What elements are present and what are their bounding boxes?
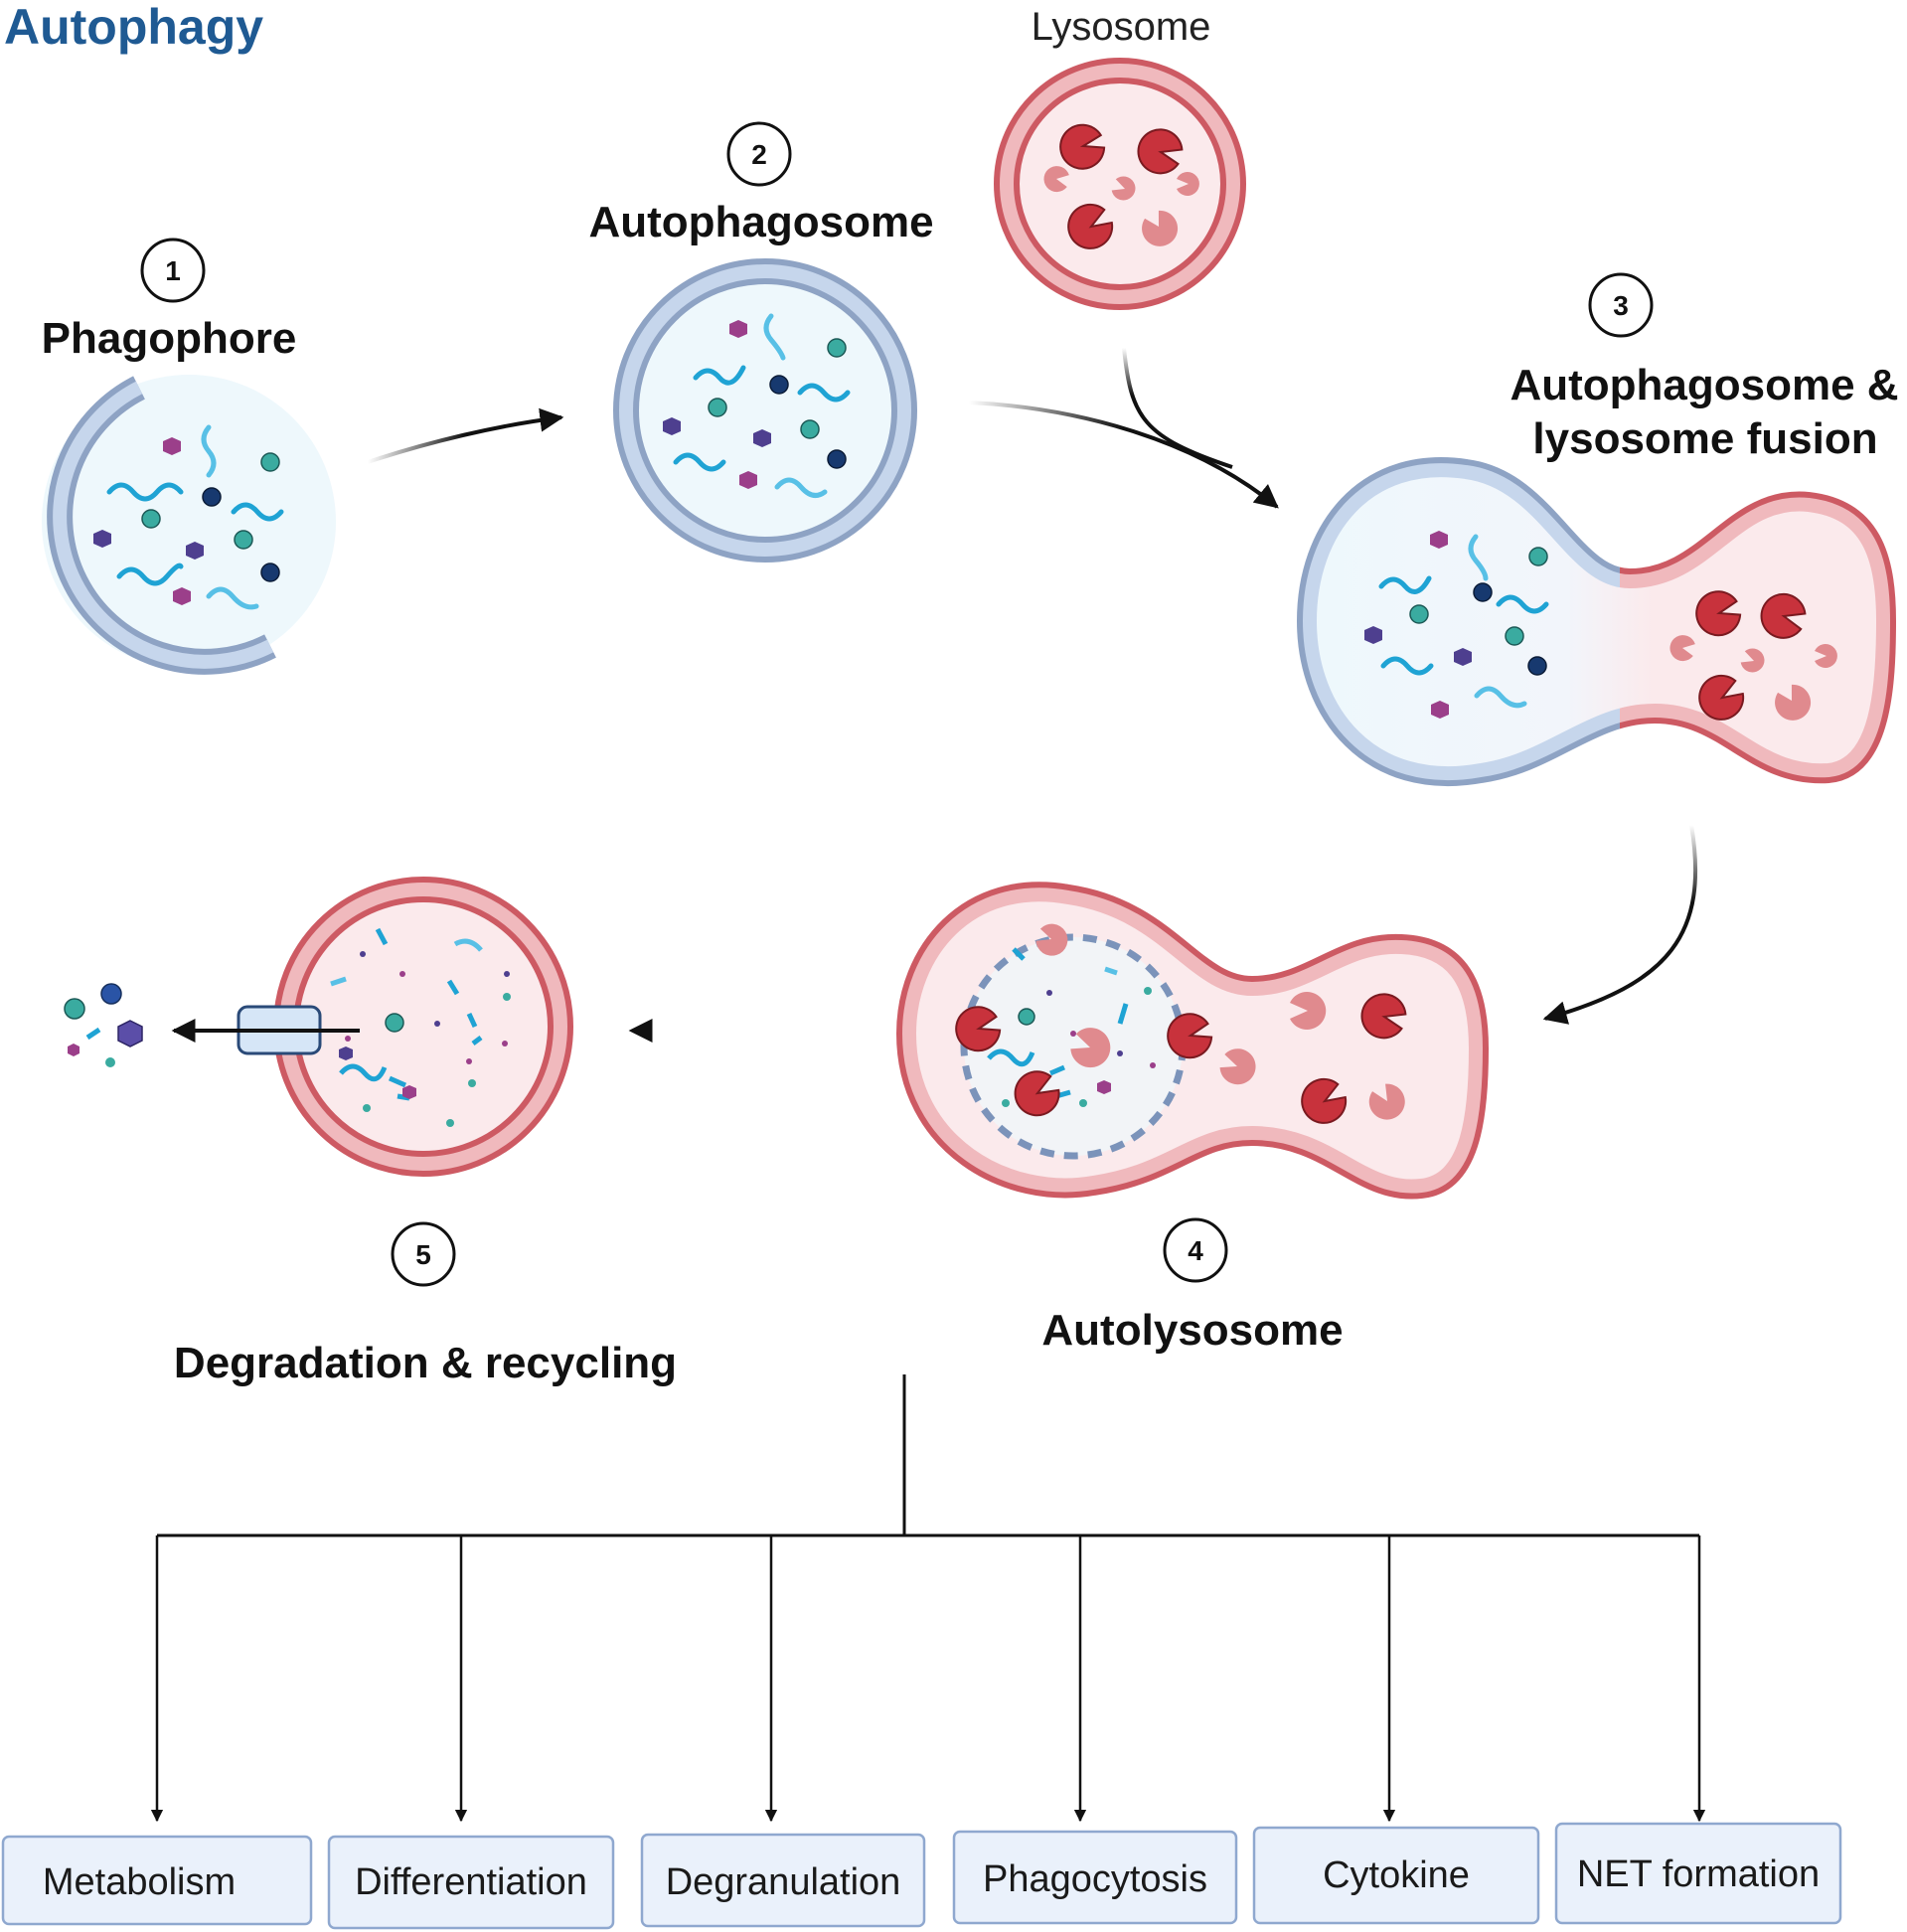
outcome-label-phagocytosis: Phagocytosis xyxy=(983,1858,1207,1900)
lysosome xyxy=(994,58,1246,310)
step-5-number: 5 xyxy=(415,1239,431,1270)
page-title: Autophagy xyxy=(4,0,263,55)
step-4-marker: 4 xyxy=(1163,1217,1228,1283)
outcome-box-metabolism: Metabolism xyxy=(1,1835,313,1926)
outcome-tree xyxy=(150,1374,1706,1823)
arrow-lysosome-to-fusion xyxy=(1122,347,1233,469)
step-4-label: Autolysosome xyxy=(1041,1306,1343,1355)
outcome-label-differentiation: Differentiation xyxy=(355,1861,587,1903)
fusing-vesicles xyxy=(1310,470,1883,773)
released-nutrients xyxy=(64,983,143,1067)
outcome-label-net-formation: NET formation xyxy=(1577,1853,1820,1895)
step-4-number: 4 xyxy=(1188,1235,1203,1266)
lysosome-label: Lysosome xyxy=(1032,5,1211,49)
outcome-box-cytokine: Cytokine xyxy=(1252,1826,1540,1925)
step-1-marker: 1 xyxy=(140,238,206,303)
step-1-label: Phagophore xyxy=(42,314,297,363)
step-2-number: 2 xyxy=(751,139,767,170)
step-3-marker: 3 xyxy=(1588,272,1654,338)
outcome-label-metabolism: Metabolism xyxy=(43,1861,236,1903)
outcome-label-cytokine: Cytokine xyxy=(1323,1854,1470,1896)
step-3-number: 3 xyxy=(1613,290,1629,321)
autolysosome xyxy=(909,894,1476,1186)
autophagosome xyxy=(613,258,917,563)
outcome-label-degranulation: Degranulation xyxy=(666,1861,901,1903)
outcome-box-degranulation: Degranulation xyxy=(640,1833,926,1928)
arrow-phagophore-to-autophagosome xyxy=(367,407,564,464)
arrow-fusion-to-autolysosome xyxy=(1542,824,1698,1025)
degradation-lysosome xyxy=(273,877,573,1177)
step-2-label: Autophagosome xyxy=(588,198,933,246)
phagophore xyxy=(42,375,336,675)
step-5-marker: 5 xyxy=(391,1221,456,1287)
outcome-box-phagocytosis: Phagocytosis xyxy=(952,1830,1238,1925)
arrow-autophagosome-to-fusion xyxy=(968,401,1279,509)
outcome-box-differentiation: Differentiation xyxy=(327,1835,615,1930)
step-5-label: Degradation & recycling xyxy=(174,1339,677,1387)
step-3-label-line2: lysosome fusion xyxy=(1532,414,1877,463)
step-1-number: 1 xyxy=(165,255,181,286)
outcome-box-net-formation: NET formation xyxy=(1554,1822,1842,1925)
step-2-marker: 2 xyxy=(726,121,792,187)
step-3-label-line1: Autophagosome & xyxy=(1510,361,1898,409)
